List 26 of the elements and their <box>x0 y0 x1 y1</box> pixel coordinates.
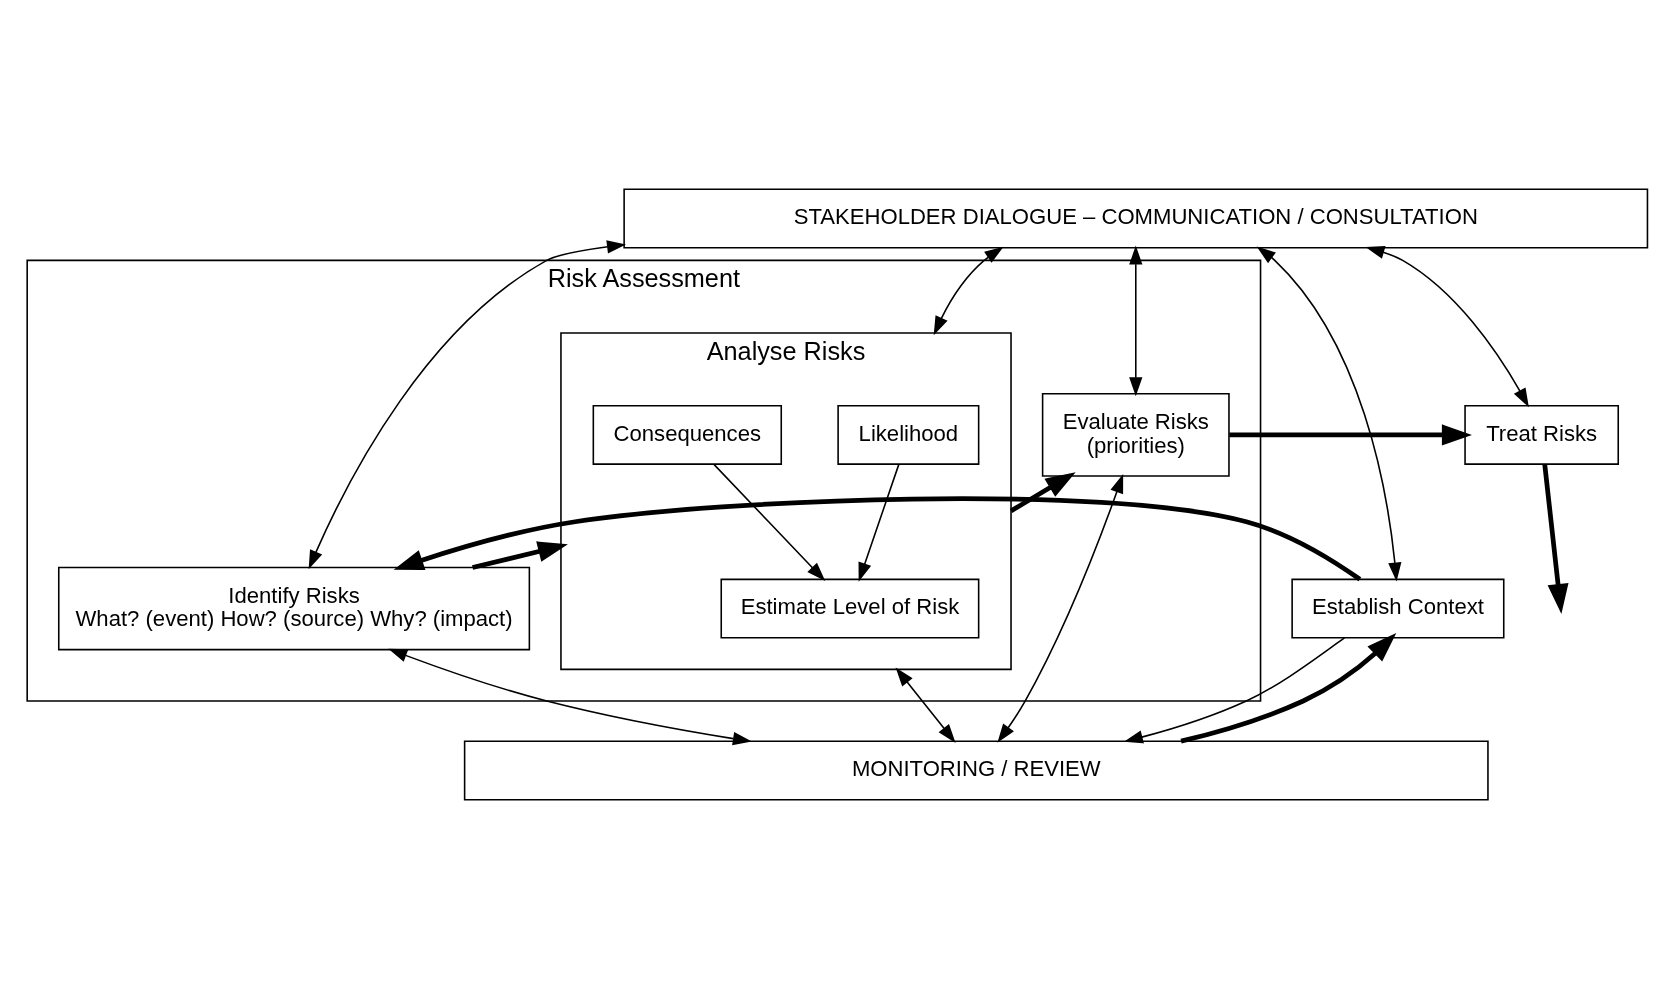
node-box: Consequences <box>592 404 783 465</box>
node-box: Establish Context <box>1291 578 1505 639</box>
node-box: Estimate Level of Risk <box>720 578 980 639</box>
node-box: Treat Risks <box>1464 404 1620 465</box>
arrow <box>1256 246 1402 582</box>
arrow <box>1129 245 1143 397</box>
arrow <box>1365 245 1529 408</box>
arrow <box>308 240 626 570</box>
arrow <box>1180 632 1397 744</box>
arrow <box>1009 472 1076 513</box>
arrow <box>895 667 956 743</box>
arrow <box>1542 464 1569 615</box>
arrow <box>388 648 752 746</box>
arrow <box>858 463 900 582</box>
arrow <box>393 496 1362 582</box>
node-box: STAKEHOLDER DIALOGUE – COMMUNICATION / CONSULTATION <box>623 188 1649 249</box>
node-box: Evaluate Risks (priorities) <box>1041 393 1230 477</box>
node-box: MONITORING / REVIEW <box>463 740 1489 801</box>
arrow <box>933 246 1004 336</box>
arrow <box>997 474 1124 743</box>
node-box: Identify Risks What? (event) How? (source) Why? (impact) <box>57 566 531 651</box>
arrow <box>1229 424 1472 446</box>
arrow <box>1123 637 1346 744</box>
node-box: Likelihood <box>837 404 980 465</box>
arrow <box>713 463 826 582</box>
arrow <box>472 541 568 570</box>
